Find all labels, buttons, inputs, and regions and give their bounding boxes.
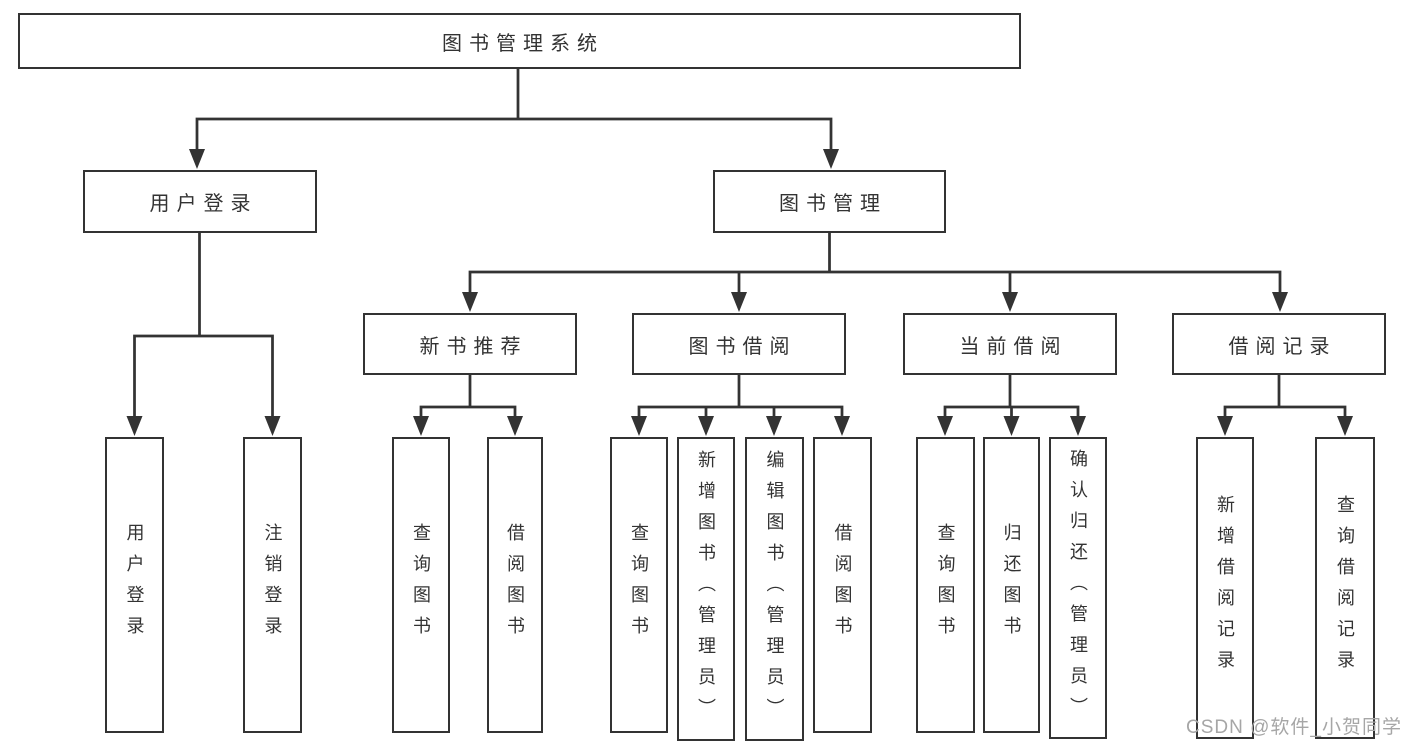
arrowhead	[507, 416, 523, 436]
arrowhead	[189, 149, 205, 169]
node-user-login: 用户登录	[83, 170, 317, 233]
watermark: CSDN @软件_小贺同学	[1186, 717, 1402, 738]
leaf-user-login: 用户登录	[105, 437, 164, 733]
node-new-book-recommend-label: 新书推荐	[419, 335, 528, 358]
leaf-user-login-label: 用户登录	[124, 523, 145, 647]
leaf-bb-edit-books-admin-label: 编辑图书（管理员）	[764, 449, 785, 729]
arrowhead	[1002, 292, 1018, 312]
arrowhead	[1070, 416, 1086, 436]
node-book-management: 图书管理	[713, 170, 946, 233]
edge-level3-bracket	[468, 270, 1282, 294]
leaf-cb-confirm-return-admin-label: 确认归还（管理员）	[1068, 448, 1088, 728]
node-borrow-records-label: 借阅记录	[1228, 335, 1337, 358]
leaf-nb-query-books: 查询图书	[392, 437, 450, 733]
node-current-borrow-label: 当前借阅	[959, 335, 1068, 358]
arrowhead	[731, 292, 747, 312]
leaf-nb-borrow-books-label: 借阅图书	[505, 523, 525, 647]
edge-groupB-bracket	[419, 405, 517, 418]
leaf-bb-add-books-admin-label: 新增图书（管理员）	[696, 449, 716, 729]
leaf-cb-query-books-label: 查询图书	[935, 523, 956, 647]
node-borrow-records: 借阅记录	[1172, 313, 1386, 375]
arrowhead	[1337, 416, 1353, 436]
edge-groupA-bracket	[133, 334, 274, 418]
leaf-br-query-record-label: 查询借阅记录	[1335, 495, 1355, 681]
leaf-bb-borrow-books-label: 借阅图书	[832, 523, 853, 647]
leaf-br-query-record: 查询借阅记录	[1315, 437, 1375, 739]
arrowhead	[937, 416, 953, 436]
leaf-logout-label: 注销登录	[262, 523, 283, 647]
leaf-br-add-record: 新增借阅记录	[1196, 437, 1254, 739]
arrowhead	[413, 416, 429, 436]
edge-level2-bracket	[195, 117, 833, 152]
arrowhead	[766, 416, 782, 436]
leaf-cb-confirm-return-admin: 确认归还（管理员）	[1049, 437, 1107, 739]
leaf-cb-return-books-label: 归还图书	[1001, 523, 1022, 647]
leaf-bb-query-books: 查询图书	[610, 437, 668, 733]
arrowhead	[823, 149, 839, 169]
leaf-logout: 注销登录	[243, 437, 302, 733]
node-root: 图书管理系统	[18, 13, 1021, 69]
arrowhead	[1217, 416, 1233, 436]
arrowhead	[1003, 416, 1020, 436]
leaf-cb-query-books: 查询图书	[916, 437, 975, 733]
arrowhead	[126, 416, 143, 436]
leaf-cb-return-books: 归还图书	[983, 437, 1040, 733]
leaf-br-add-record-label: 新增借阅记录	[1215, 495, 1235, 681]
leaf-nb-borrow-books: 借阅图书	[487, 437, 543, 733]
leaf-nb-query-books-label: 查询图书	[411, 523, 431, 647]
arrowhead	[264, 416, 281, 436]
node-new-book-recommend: 新书推荐	[363, 313, 577, 375]
node-book-management-label: 图书管理	[779, 193, 887, 215]
arrowhead	[698, 416, 714, 436]
arrowhead	[462, 292, 478, 312]
arrowhead	[834, 416, 850, 436]
node-book-borrow: 图书借阅	[632, 313, 846, 375]
leaf-bb-query-books-label: 查询图书	[629, 523, 649, 647]
arrowhead	[631, 416, 647, 436]
edge-groupE-bracket	[1223, 405, 1347, 418]
arrowhead	[1272, 292, 1288, 312]
node-book-borrow-label: 图书借阅	[688, 335, 797, 358]
node-current-borrow: 当前借阅	[903, 313, 1117, 375]
leaf-bb-borrow-books: 借阅图书	[813, 437, 872, 733]
leaf-bb-add-books-admin: 新增图书（管理员）	[677, 437, 735, 741]
leaf-bb-edit-books-admin: 编辑图书（管理员）	[745, 437, 804, 741]
node-root-label: 图书管理系统	[442, 32, 604, 55]
edge-groupC-bracket	[637, 405, 844, 418]
node-user-login-label: 用户登录	[149, 193, 258, 215]
